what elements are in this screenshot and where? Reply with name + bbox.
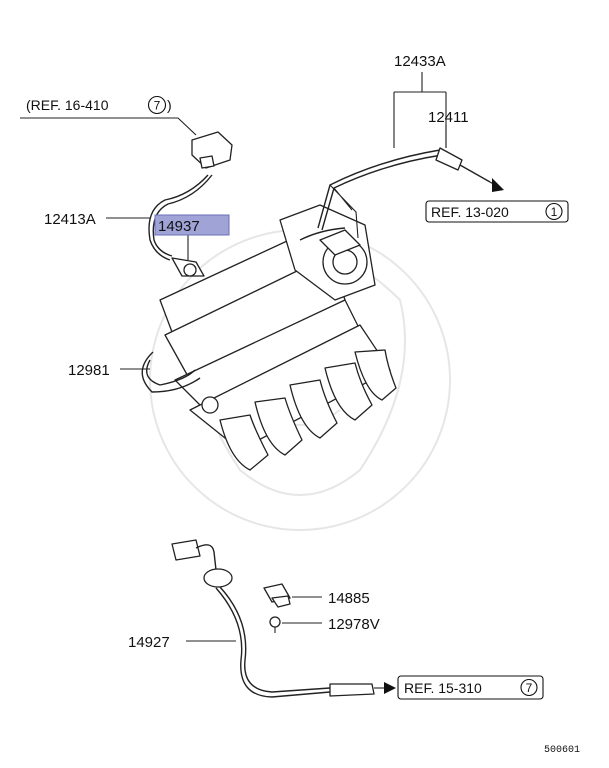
ref-13-020-arrow [489, 178, 504, 192]
label-14937-highlighted[interactable]: 14937 [154, 214, 230, 236]
vacuum-solenoid-part[interactable] [148, 131, 233, 261]
ref-13-020-box [425, 200, 569, 223]
throttle-cable-part[interactable] [299, 147, 491, 241]
intake-manifold-part[interactable] [141, 204, 397, 471]
ref-16-410-number: 7 [154, 99, 161, 113]
ref-15-310-text: REF. 15-310 [404, 680, 482, 696]
sensor-14937-part[interactable] [171, 257, 205, 277]
ref-13-020-link[interactable]: REF. 13-020 1 [425, 200, 569, 223]
label-12433a[interactable]: 12433A [394, 53, 446, 70]
ref-15-310-box [397, 675, 544, 700]
ref-15-310-link[interactable]: REF. 15-310 7 [397, 675, 544, 700]
ref-13-020-number: 1 [551, 205, 558, 219]
ref-15-310-number: 7 [526, 681, 533, 695]
label-12981[interactable]: 12981 [68, 362, 110, 379]
harness-14927-part[interactable] [171, 539, 396, 698]
ref-13-020-text: REF. 13-020 [431, 204, 509, 220]
leader-lines [20, 72, 447, 642]
label-14937[interactable]: 14937 [158, 218, 200, 235]
highlight-box [154, 214, 230, 236]
bolt-12978v-part[interactable] [269, 616, 281, 633]
ref-13-020-circle [545, 202, 563, 221]
label-14927[interactable]: 14927 [128, 634, 170, 651]
label-14885[interactable]: 14885 [328, 590, 370, 607]
label-12978v[interactable]: 12978V [328, 616, 380, 633]
ref-15-310-circle [520, 678, 538, 697]
label-12411[interactable]: 12411 [428, 109, 469, 126]
bracket-14885-part[interactable] [263, 583, 291, 608]
ref-16-410-circle [147, 95, 167, 115]
ref-16-410-close-paren: ) [167, 97, 172, 113]
diagram-id: 500601 [544, 745, 580, 756]
label-12413a[interactable]: 12413A [44, 211, 96, 228]
ref-16-410-text: (REF. 16-410 [26, 97, 109, 113]
ref-16-410-link[interactable]: (REF. 16-410 7 ) [26, 95, 172, 115]
